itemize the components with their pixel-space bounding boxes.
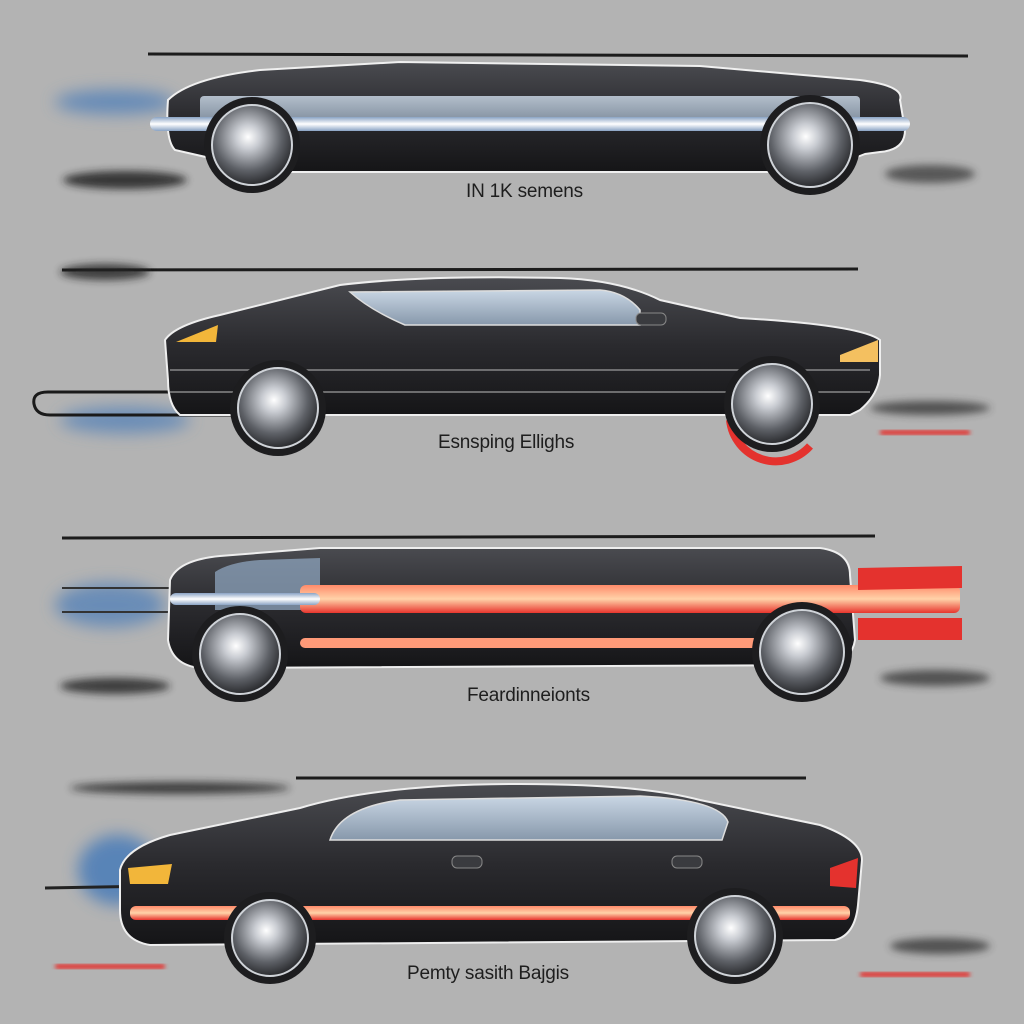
motion-blur-blue (55, 90, 175, 114)
motion-blur-blue (60, 407, 190, 433)
rear-wheel (724, 356, 820, 466)
tail-light-streak (300, 638, 770, 648)
side-window (328, 795, 729, 841)
headlight (176, 325, 218, 342)
caption-panel-1: IN 1K semens (466, 181, 583, 202)
front-wheel (230, 360, 326, 456)
roof-speed-line (147, 52, 969, 58)
motion-blur-blue (55, 583, 165, 627)
car-1-low-sedan (55, 52, 975, 195)
front-wheel (192, 606, 288, 702)
headlight-streak (150, 117, 910, 131)
motion-blur-dark (870, 401, 990, 415)
rear-wheel (752, 602, 852, 702)
car-4-hatchback (44, 776, 990, 984)
car-body (163, 276, 881, 416)
motion-blur-dark (880, 670, 990, 686)
front-wheel (224, 892, 316, 984)
motion-blur-dark (70, 782, 290, 794)
car-2-sports-coupe (32, 264, 990, 466)
side-window (348, 289, 641, 326)
car-3-wagon (55, 534, 990, 702)
motion-blur-dark (890, 938, 990, 954)
tail-light (858, 618, 962, 640)
rear-wheel (687, 888, 783, 984)
motion-blur-dark (63, 171, 187, 189)
rear-wheel (760, 95, 860, 195)
headlight (128, 864, 172, 884)
roof-speed-line (61, 534, 876, 540)
front-wheel (204, 97, 300, 193)
trailing-outline (32, 390, 240, 417)
tail-light (858, 566, 962, 590)
caption-panel-3: Feardinneionts (467, 685, 590, 706)
motion-blur-dark (60, 678, 170, 694)
roof-speed-line (61, 267, 859, 272)
tail-light (830, 858, 858, 888)
headlight-streak (170, 593, 320, 605)
door-handle (451, 855, 483, 869)
door-handle (671, 855, 703, 869)
caption-panel-2: Esnsping Ellighs (438, 432, 575, 453)
caption-panel-4: Pemty sasith Bajgis (407, 963, 569, 984)
tail-light-streak (880, 430, 970, 435)
motion-blur-dark (885, 165, 975, 183)
tail-light (840, 340, 878, 362)
tail-light-streak (860, 972, 970, 977)
motion-blur-dark (60, 264, 150, 280)
door-handle (635, 312, 667, 326)
tail-light-streak (55, 964, 165, 969)
